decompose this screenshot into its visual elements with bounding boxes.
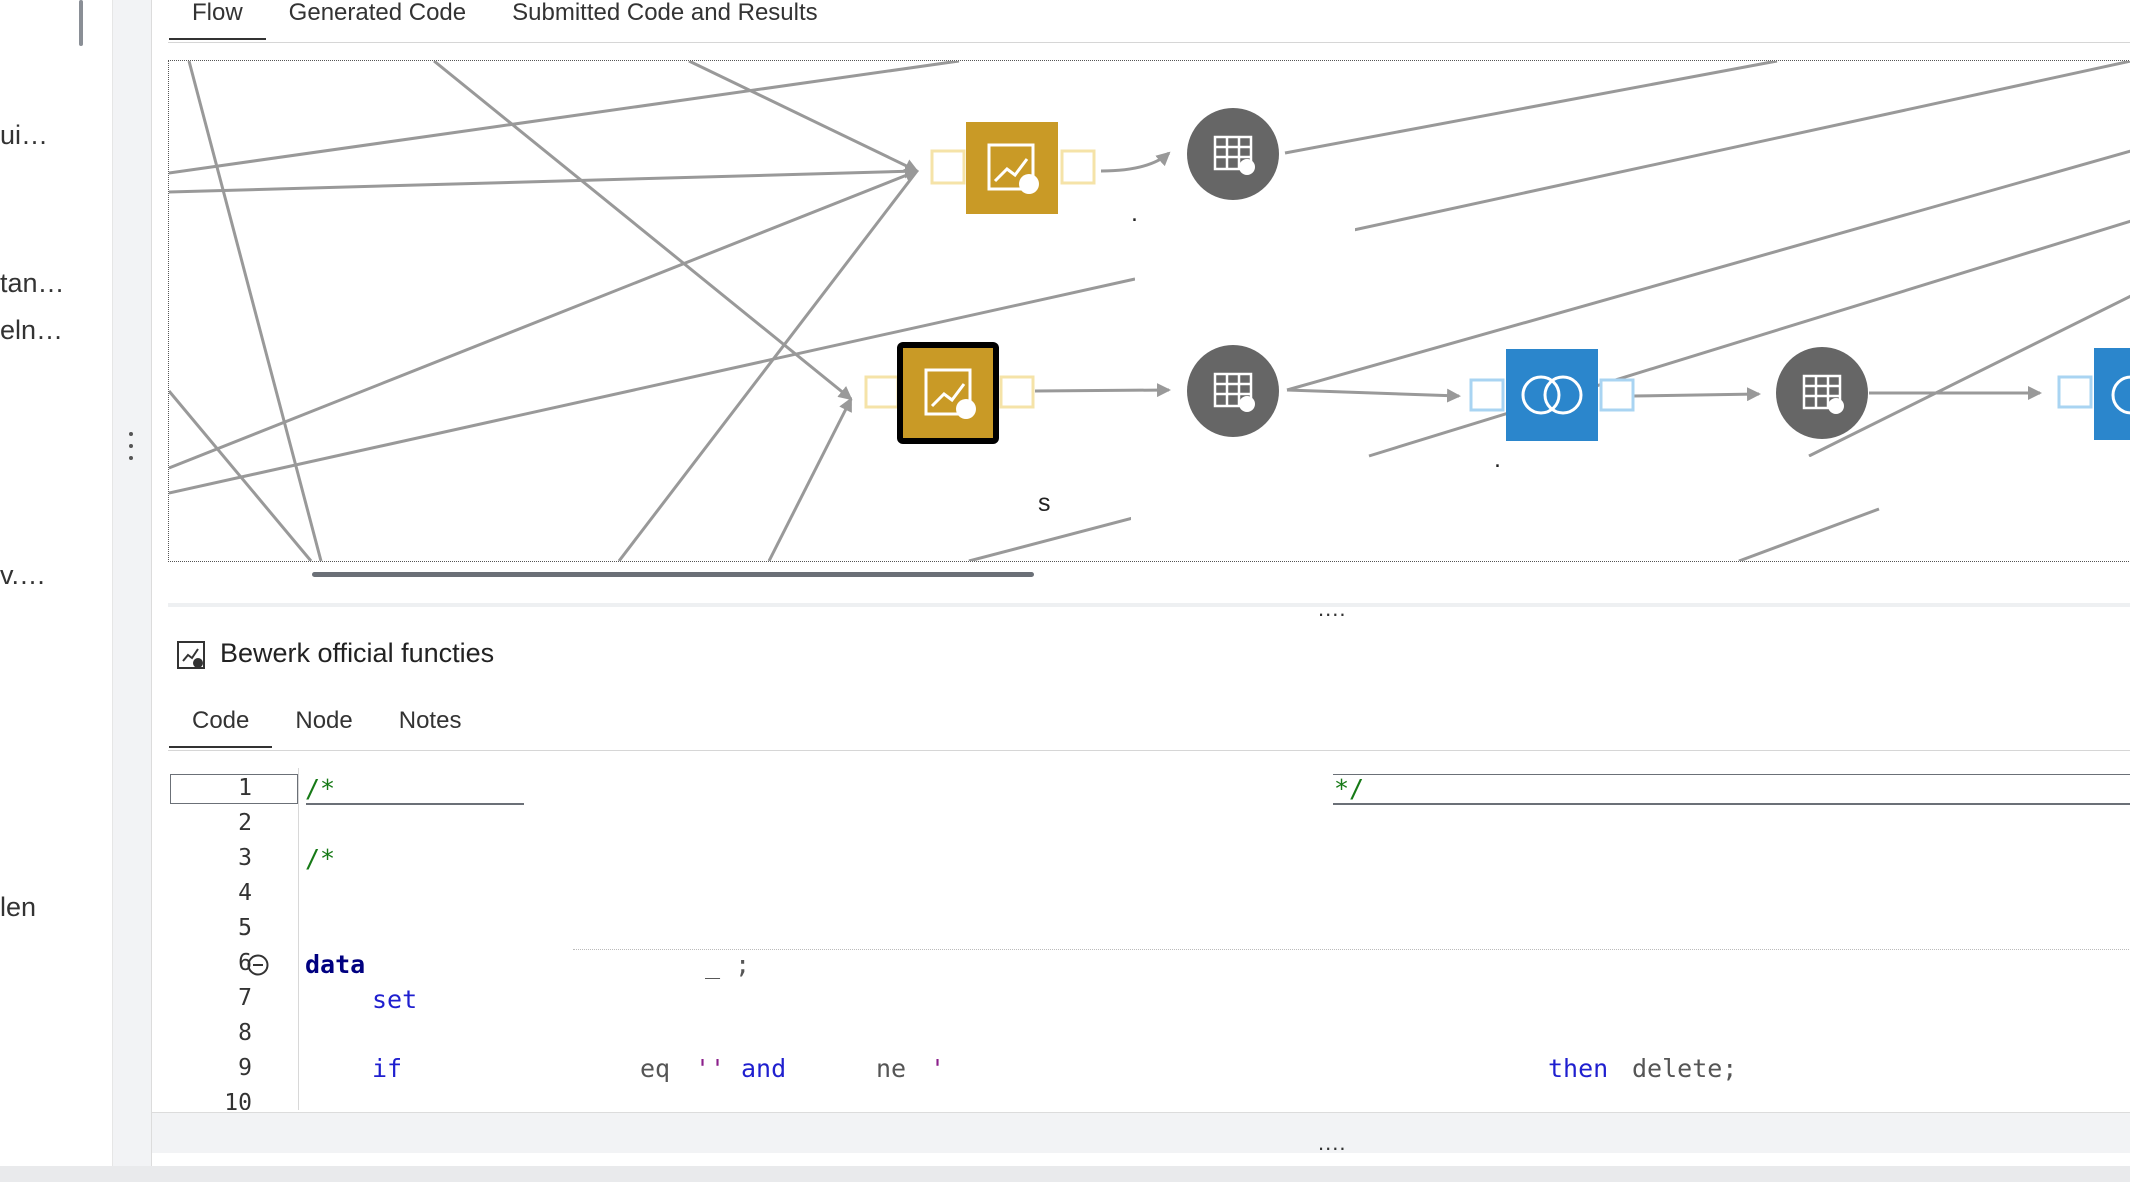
- node-label: .: [1494, 445, 1501, 473]
- tab-flow[interactable]: Flow: [169, 0, 266, 40]
- line-number: 7: [238, 985, 252, 1011]
- canvas-horizontal-scrollbar[interactable]: [312, 572, 1034, 577]
- join-node[interactable]: [2057, 348, 2130, 440]
- left-panel-item[interactable]: len: [0, 892, 37, 922]
- code-keyword: data: [305, 950, 366, 979]
- code-operator: eq: [640, 1054, 671, 1083]
- tabs-divider: [168, 750, 2130, 751]
- code-comment: /*: [305, 774, 336, 803]
- program-node-icon: [924, 368, 972, 416]
- code-keyword: if: [372, 1054, 403, 1083]
- tab-node[interactable]: Node: [295, 707, 353, 734]
- splitter-handle-icon[interactable]: ....: [1318, 596, 1347, 621]
- code-keyword: then: [1548, 1054, 1609, 1083]
- current-line-highlight: [170, 774, 298, 804]
- resize-handle-icon[interactable]: [128, 432, 134, 466]
- node-title: Bewerk official functies: [220, 638, 495, 668]
- table-node[interactable]: [1187, 108, 1279, 200]
- tab-notes[interactable]: Notes: [398, 707, 462, 734]
- line-number: 4: [238, 880, 252, 906]
- line-number: 5: [238, 915, 252, 941]
- window-footer: [0, 1166, 2130, 1182]
- splitter-handle-icon[interactable]: ....: [1318, 1130, 1347, 1155]
- code-editor[interactable]: 1 2 3 4 5 6 7 8 9 10 /* */ /* data _ ; s…: [168, 768, 2130, 1110]
- fold-separator: [573, 949, 2130, 951]
- line-number: 2: [238, 810, 252, 836]
- line-number: 8: [238, 1020, 252, 1046]
- program-node-icon: [176, 640, 206, 670]
- line-number: 3: [238, 845, 252, 871]
- flow-canvas[interactable]: s . .: [168, 60, 2130, 562]
- code-comment: /*: [305, 844, 336, 873]
- flow-tabs: Flow Generated Code Submitted Code and R…: [169, 0, 841, 40]
- join-node[interactable]: [1469, 349, 1635, 441]
- line-number: 9: [238, 1055, 252, 1081]
- table-node[interactable]: [1776, 347, 1868, 439]
- flow-diagram: s . .: [169, 61, 2130, 561]
- editor-gutter-divider: [298, 768, 299, 1110]
- code-text: delete;: [1632, 1054, 1738, 1083]
- left-panel-scrollbar[interactable]: [79, 0, 83, 46]
- code-operator: ne: [876, 1054, 907, 1083]
- code-keyword: set: [372, 985, 418, 1014]
- left-panel: ui… tan… eln… v.… len: [0, 0, 113, 1170]
- program-node-icon: [987, 143, 1035, 191]
- line-number: 10: [224, 1090, 252, 1110]
- panel-splitter[interactable]: [168, 603, 2130, 607]
- line-number: 6: [238, 950, 252, 976]
- line-highlight-bottom: [1333, 803, 2130, 805]
- node-label: s: [1038, 489, 1051, 517]
- left-panel-item[interactable]: ui…: [0, 120, 49, 150]
- node-detail-tabs: Code Node Notes: [169, 708, 484, 748]
- left-panel-item[interactable]: v.…: [0, 560, 46, 590]
- code-comment: */: [1334, 774, 1365, 803]
- program-node[interactable]: [930, 122, 1096, 214]
- code-string: '': [695, 1054, 726, 1083]
- table-icon: [1802, 374, 1842, 410]
- tab-code[interactable]: Code: [169, 708, 273, 748]
- program-node-selected[interactable]: [864, 342, 1035, 444]
- code-text: _ ;: [705, 950, 751, 979]
- left-panel-item[interactable]: eln…: [0, 315, 64, 345]
- line-highlight-bottom: [306, 803, 524, 805]
- table-node[interactable]: [1187, 345, 1279, 437]
- tab-submitted-code-results[interactable]: Submitted Code and Results: [512, 0, 818, 26]
- panel-resize-gutter[interactable]: [113, 0, 152, 1170]
- bottom-splitter[interactable]: [152, 1112, 2130, 1153]
- line-highlight-top: [1333, 774, 2130, 775]
- left-panel-item[interactable]: tan…: [0, 268, 65, 298]
- table-icon: [1213, 135, 1253, 171]
- tab-generated-code[interactable]: Generated Code: [288, 0, 467, 26]
- code-keyword: and: [741, 1054, 787, 1083]
- tabs-divider: [168, 42, 2130, 43]
- join-icon: [1521, 375, 1583, 415]
- line-number: 1: [238, 775, 252, 801]
- fold-toggle-icon[interactable]: [247, 954, 269, 976]
- join-icon: [2111, 375, 2130, 415]
- node-label: .: [1131, 199, 1138, 227]
- table-icon: [1213, 372, 1253, 408]
- code-string: ': [930, 1054, 946, 1083]
